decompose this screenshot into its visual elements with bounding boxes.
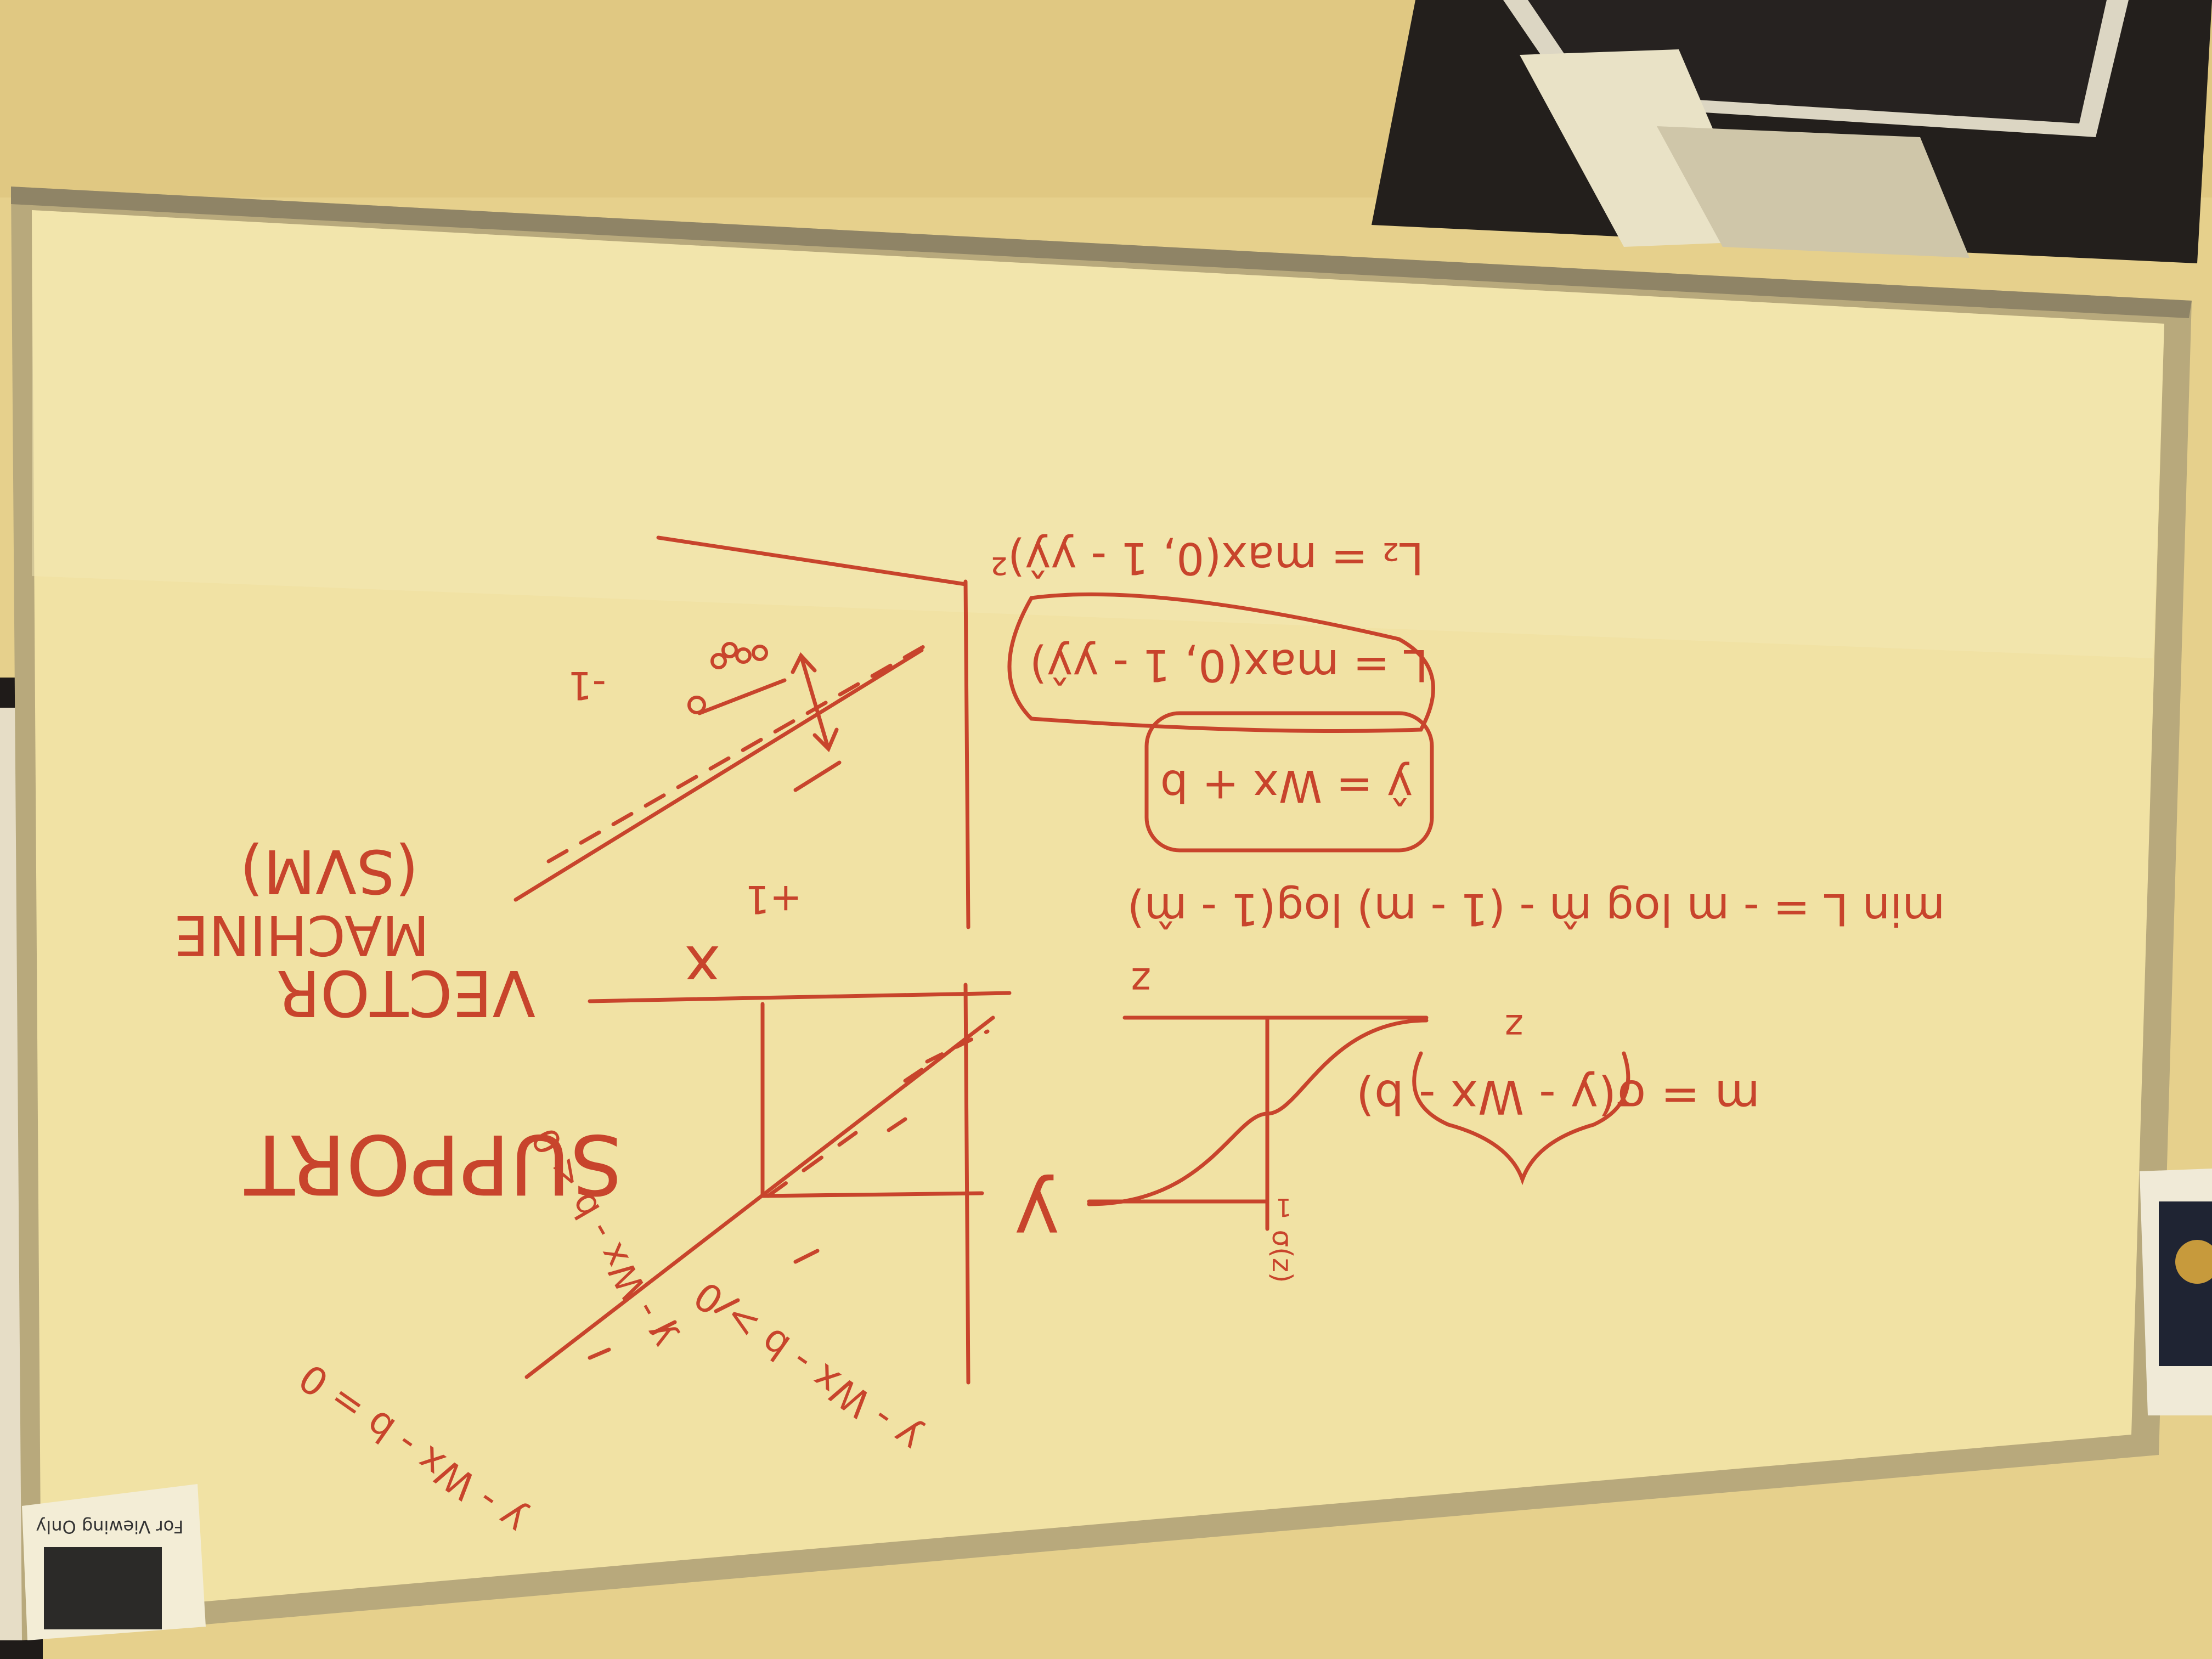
diagram2-horizontal-axis — [656, 535, 968, 586]
marker-tray — [11, 187, 2192, 318]
sigmoid-z-label: z — [1131, 959, 1152, 1004]
axis-y-label: y — [1014, 1172, 1060, 1261]
margin-line-upper — [766, 1131, 858, 1198]
diagram2-vertical-axis — [963, 579, 970, 929]
title-line-2: VECTOR — [276, 956, 535, 1029]
viewing-sign: For Viewing Only — [22, 1484, 206, 1640]
prediction-box — [1144, 711, 1434, 853]
hinge-loss-box — [1007, 592, 1435, 733]
diagram1-box-bottom — [760, 1191, 984, 1198]
squared-hinge-equation: L₂ = max(0, 1 - yŷ)² — [990, 533, 1424, 584]
prediction-equation: ŷ = Wx + b — [1160, 760, 1413, 811]
title-line-3: MACHINE — [174, 903, 429, 967]
mounted-display — [1372, 0, 2212, 263]
class-positive-marks: +1 — [745, 877, 802, 922]
whiteboard-surface — [32, 210, 2164, 1616]
class-negative-marks: -1 — [568, 663, 606, 708]
svm-margin-lower — [793, 760, 842, 792]
log-loss-equation: min L = - m log m̂ - (1 - m) log(1 - m̂) — [1127, 884, 1945, 935]
sigmoid-curve — [1087, 1018, 1429, 1206]
hinge-loss-equation: L = max(0, 1 - yŷ) — [1030, 640, 1428, 691]
margin-line-lower — [925, 1029, 990, 1064]
sigmoid-label: σ(z) — [1266, 1230, 1298, 1283]
viewing-sign-label: For Viewing Only — [36, 1516, 183, 1537]
diagram1-horizontal-axis — [588, 991, 1012, 1003]
hyperplane-line — [524, 1015, 995, 1379]
svm-boundary-line — [514, 648, 924, 902]
svm-margin-upper — [546, 642, 929, 864]
dash-marks — [588, 1068, 924, 1360]
z-brace — [1412, 1051, 1630, 1186]
diagram1-vertical-axis — [963, 983, 970, 1385]
whiteboard-sheen — [32, 210, 2164, 658]
m-definition: m = σ(y - Wx - b) — [1356, 1069, 1760, 1124]
flyer-right — [2140, 1169, 2212, 1415]
negative-points — [687, 642, 768, 714]
title-line-4: (SVM) — [240, 836, 419, 906]
marker-drawings — [514, 535, 1630, 1385]
sigmoid-one-label: 1 — [1276, 1193, 1292, 1222]
title-line-1: SUPPORT — [244, 1116, 622, 1211]
margin-arrow — [799, 653, 831, 751]
axis-x-label: x — [684, 932, 720, 1002]
m-brace-label: z — [1505, 1006, 1523, 1047]
